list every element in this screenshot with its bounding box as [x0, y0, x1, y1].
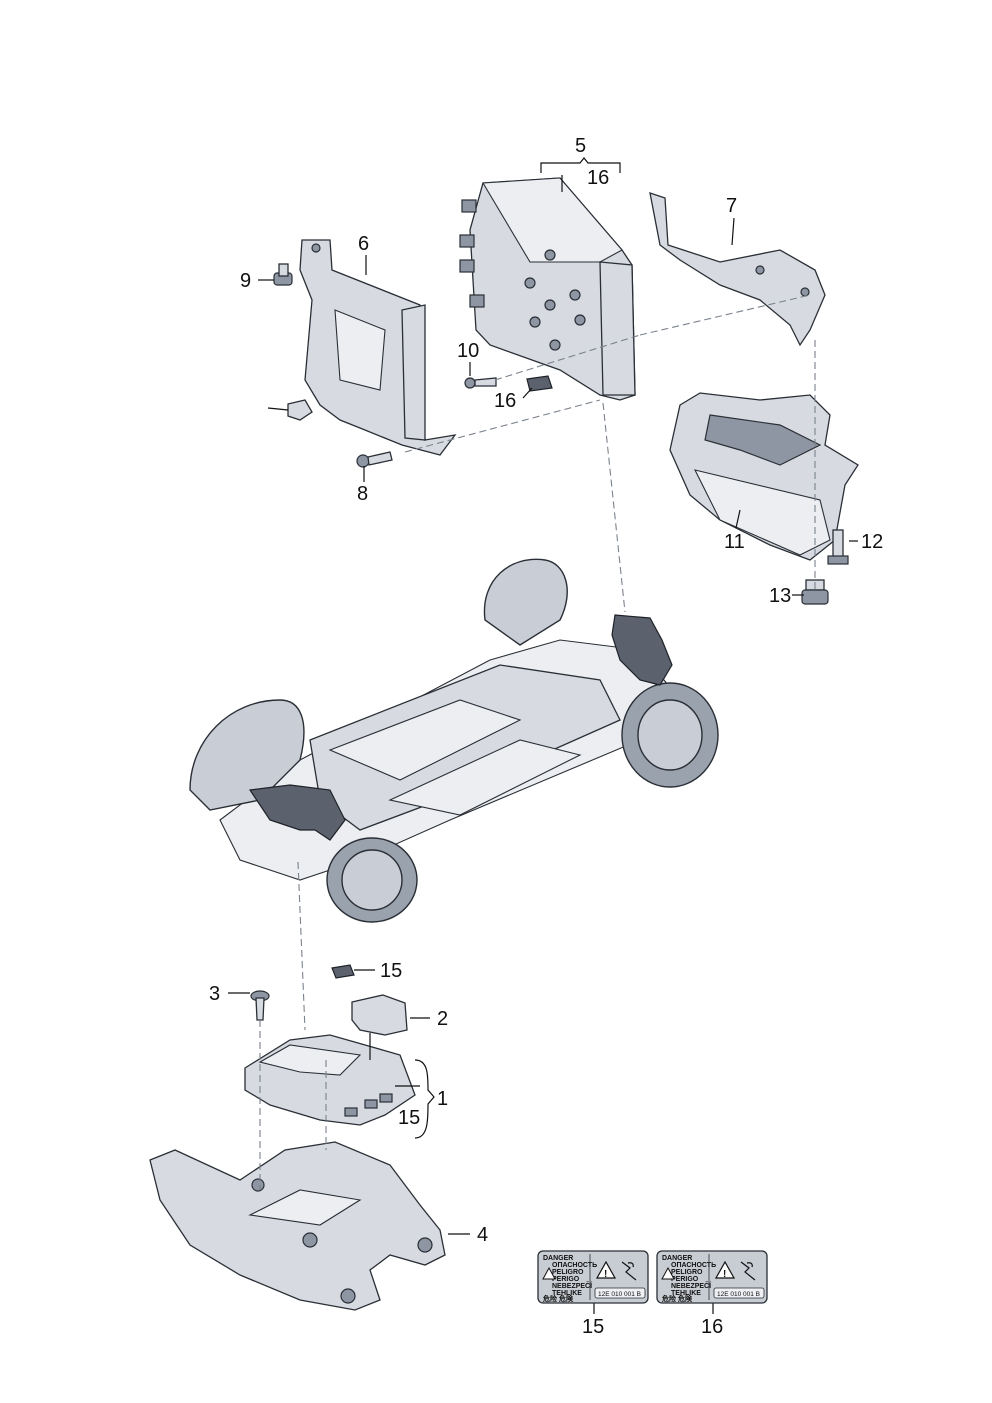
nut-17 — [287, 399, 313, 421]
label-15-line-1: DANGER — [543, 1255, 573, 1262]
warning-triangle-icon — [714, 1260, 736, 1279]
warning-label-16: DANGER ОПАСНОСТЬ PELIGRO PERIGO NEBEZPEČ… — [656, 1250, 768, 1304]
part-2-connector — [351, 994, 408, 1036]
callout-8: 8 — [357, 483, 368, 505]
part-11-cover — [669, 392, 859, 561]
callout-9: 9 — [240, 270, 251, 292]
warning-triangle-icon — [595, 1260, 617, 1279]
label-15-line-4: PERIGO — [552, 1276, 580, 1283]
svg-text:!: ! — [604, 1269, 607, 1280]
callout-2: 2 — [437, 1008, 448, 1030]
label-15-line-6: TEHLIKE — [552, 1290, 582, 1297]
part-15-small-label — [331, 964, 355, 979]
warning-triangle-icon — [542, 1266, 556, 1280]
label-16-line-5: NEBEZPEČÍ — [671, 1281, 712, 1290]
callout-12: 12 — [861, 531, 883, 553]
screw-9 — [273, 263, 293, 286]
electric-shock-icon — [621, 1261, 637, 1281]
warning-triangle-icon — [661, 1266, 675, 1280]
label-15-line-5: NEBEZPEČÍ — [552, 1281, 593, 1290]
bolt-12 — [827, 529, 849, 565]
callout-16-mid: 16 — [494, 390, 516, 412]
svg-text:!: ! — [723, 1269, 726, 1280]
callout-4: 4 — [477, 1224, 488, 1246]
screw-10 — [464, 377, 497, 389]
callout-numbers: 5 16 6 7 9 10 16 8 11 12 13 15 3 2 1 15 … — [209, 135, 883, 1338]
electric-shock-icon — [740, 1261, 756, 1281]
callout-7: 7 — [726, 195, 737, 217]
label-16-line-3: PELIGRO — [671, 1269, 703, 1276]
callout-15-bracket: 15 — [398, 1107, 420, 1129]
label-16-line-1: DANGER — [662, 1255, 692, 1262]
callout-10: 10 — [457, 340, 479, 362]
callout-16-label: 16 — [701, 1316, 723, 1338]
label-15-code: 12E 010 001 B — [598, 1291, 641, 1298]
label-15-line-7: 危险 危険 — [542, 1294, 574, 1303]
label-16-line-4: PERIGO — [671, 1276, 699, 1283]
assembly-lines — [259, 294, 816, 1190]
part-6-bracket — [299, 239, 457, 456]
label-15-line-2: ОПАСНОСТЬ — [552, 1262, 597, 1269]
label-16-line-2: ОПАСНОСТЬ — [671, 1262, 716, 1269]
label-16-line-7: 危险 危険 — [661, 1294, 693, 1303]
label-16-code: 12E 010 001 B — [717, 1291, 760, 1298]
screw-8 — [356, 451, 393, 468]
part-3-screw — [250, 990, 270, 1021]
callout-1: 1 — [437, 1088, 448, 1110]
callout-6: 6 — [358, 233, 369, 255]
callout-13: 13 — [769, 585, 791, 607]
callout-15-label: 15 — [582, 1316, 604, 1338]
part-1-module — [244, 1034, 416, 1126]
label-16-small — [526, 375, 553, 392]
warning-label-15: DANGER ОПАСНОСТЬ PELIGRO PERIGO NEBEZPEČ… — [537, 1250, 649, 1304]
callout-5-sub-16: 16 — [587, 167, 609, 189]
callout-15-top: 15 — [380, 960, 402, 982]
part-5-control-unit — [459, 177, 636, 401]
part-7-bracket — [649, 192, 826, 347]
vehicle-chassis — [189, 558, 719, 923]
callout-11: 11 — [724, 531, 745, 553]
part-4-subframe — [149, 1141, 446, 1311]
callout-5: 5 — [575, 135, 586, 157]
leader-lines — [228, 157, 858, 1314]
label-15-line-3: PELIGRO — [552, 1269, 584, 1276]
callout-3: 3 — [209, 983, 220, 1005]
label-16-line-6: TEHLIKE — [671, 1290, 701, 1297]
